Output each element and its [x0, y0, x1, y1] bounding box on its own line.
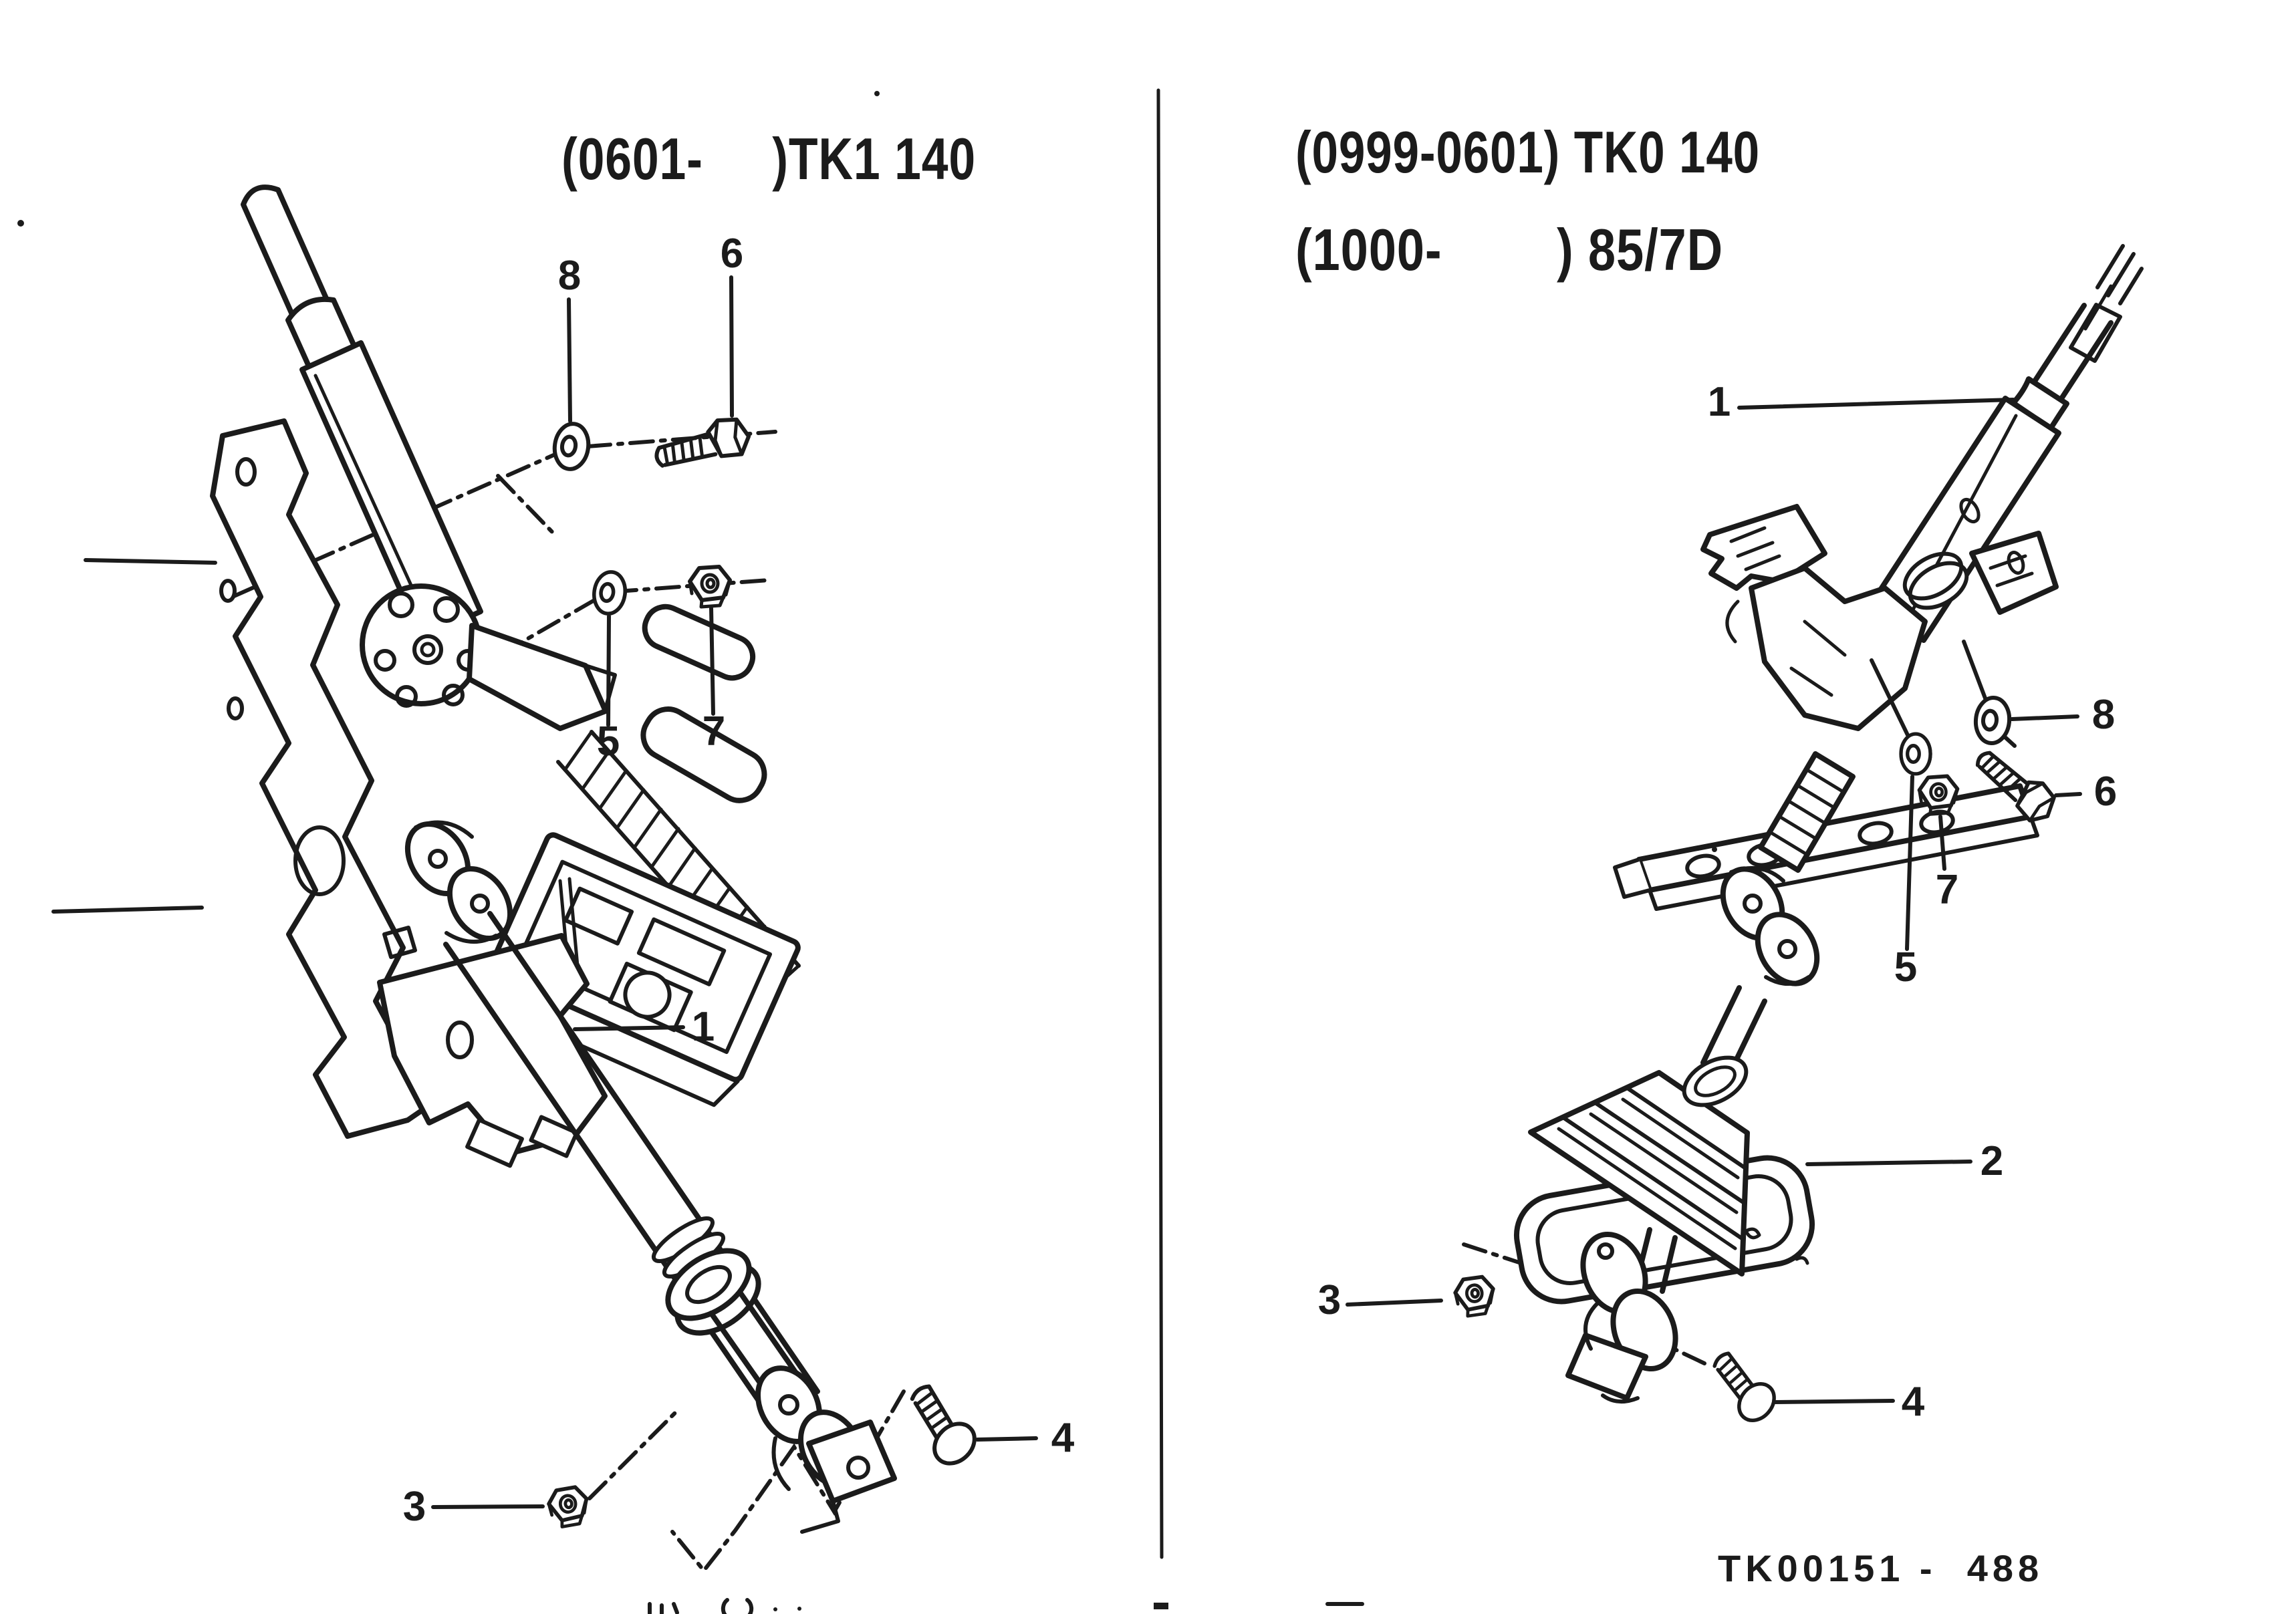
- bracket-pointer-line: [51, 906, 204, 914]
- fastener-locating-lines: [1870, 640, 1989, 741]
- shaft-bushing: [665, 1248, 761, 1336]
- washer-5: [592, 570, 628, 616]
- right-callout-5: 5: [1894, 944, 1917, 990]
- nut-3: [1454, 1276, 1495, 1317]
- left-leader-lines: [431, 275, 1038, 1509]
- left-callout-6: 6: [721, 231, 743, 277]
- bolt-4: [1700, 1350, 1781, 1428]
- steering-column-jacket: [241, 184, 483, 641]
- left-callout-7: 7: [703, 708, 725, 755]
- column-hole-cover-boot: [1513, 1055, 1815, 1305]
- right-callout-4: 4: [1902, 1379, 1925, 1425]
- washer-5: [1901, 734, 1930, 774]
- shaft-splined-tip: [2069, 244, 2144, 363]
- left-callout-1: 1: [692, 1004, 715, 1050]
- drawing-code: TK00151 - 488: [1718, 1547, 2043, 1589]
- splined-shaft-section: [1758, 751, 1856, 873]
- lower-bracket-plate: [377, 933, 608, 1168]
- scan-artifacts: [17, 91, 1717, 1614]
- nut-3: [547, 1486, 590, 1528]
- bolt-6: [652, 414, 753, 476]
- column-bracket: [1700, 504, 2059, 731]
- bracket-pointer-line: [84, 558, 217, 565]
- ignition-lock-rotor: [360, 583, 483, 708]
- right-title-line1: (0999-0601) TK0 140: [1295, 119, 1760, 185]
- right-callout-7: 7: [1936, 867, 1958, 913]
- left-title: (0601- )TK1 140: [561, 126, 976, 192]
- right-lower-yoke: [1565, 1227, 1678, 1404]
- left-callout-8: 8: [558, 253, 581, 299]
- right-steering-column: [1868, 303, 2114, 643]
- right-callout-1: 1: [1708, 379, 1731, 425]
- left-callout-5: 5: [597, 718, 620, 765]
- mounting-bar: [1613, 783, 2039, 911]
- right-universal-joint: [1700, 865, 1820, 1079]
- right-leader-lines: [1346, 398, 2082, 1404]
- column-mounting-bracket: [51, 418, 434, 1139]
- left-callout-3: 3: [403, 1484, 426, 1530]
- left-diagram: 8 6 5 7 1 3 4 (0601- )TK1 140: [51, 126, 1075, 1574]
- lock-lever: [467, 603, 767, 803]
- intermediate-shaft: [443, 911, 820, 1425]
- nut-7: [690, 567, 730, 607]
- right-diagram: 1 8 6 7 5 2 3 4 (0999-0601) TK0 140 (100…: [1295, 119, 2144, 1428]
- left-callout-4: 4: [1051, 1415, 1075, 1461]
- panel-divider: [1156, 88, 1164, 1559]
- right-callout-3: 3: [1318, 1277, 1341, 1323]
- lower-yoke: [755, 1365, 897, 1534]
- right-title-line2: (1000- ) 85/7D: [1295, 217, 1723, 283]
- right-callout-2: 2: [1981, 1138, 2003, 1184]
- bolt-4: [894, 1383, 983, 1472]
- right-callout-8: 8: [2092, 692, 2115, 738]
- washer-8: [552, 422, 592, 471]
- right-callout-6: 6: [2094, 769, 2117, 815]
